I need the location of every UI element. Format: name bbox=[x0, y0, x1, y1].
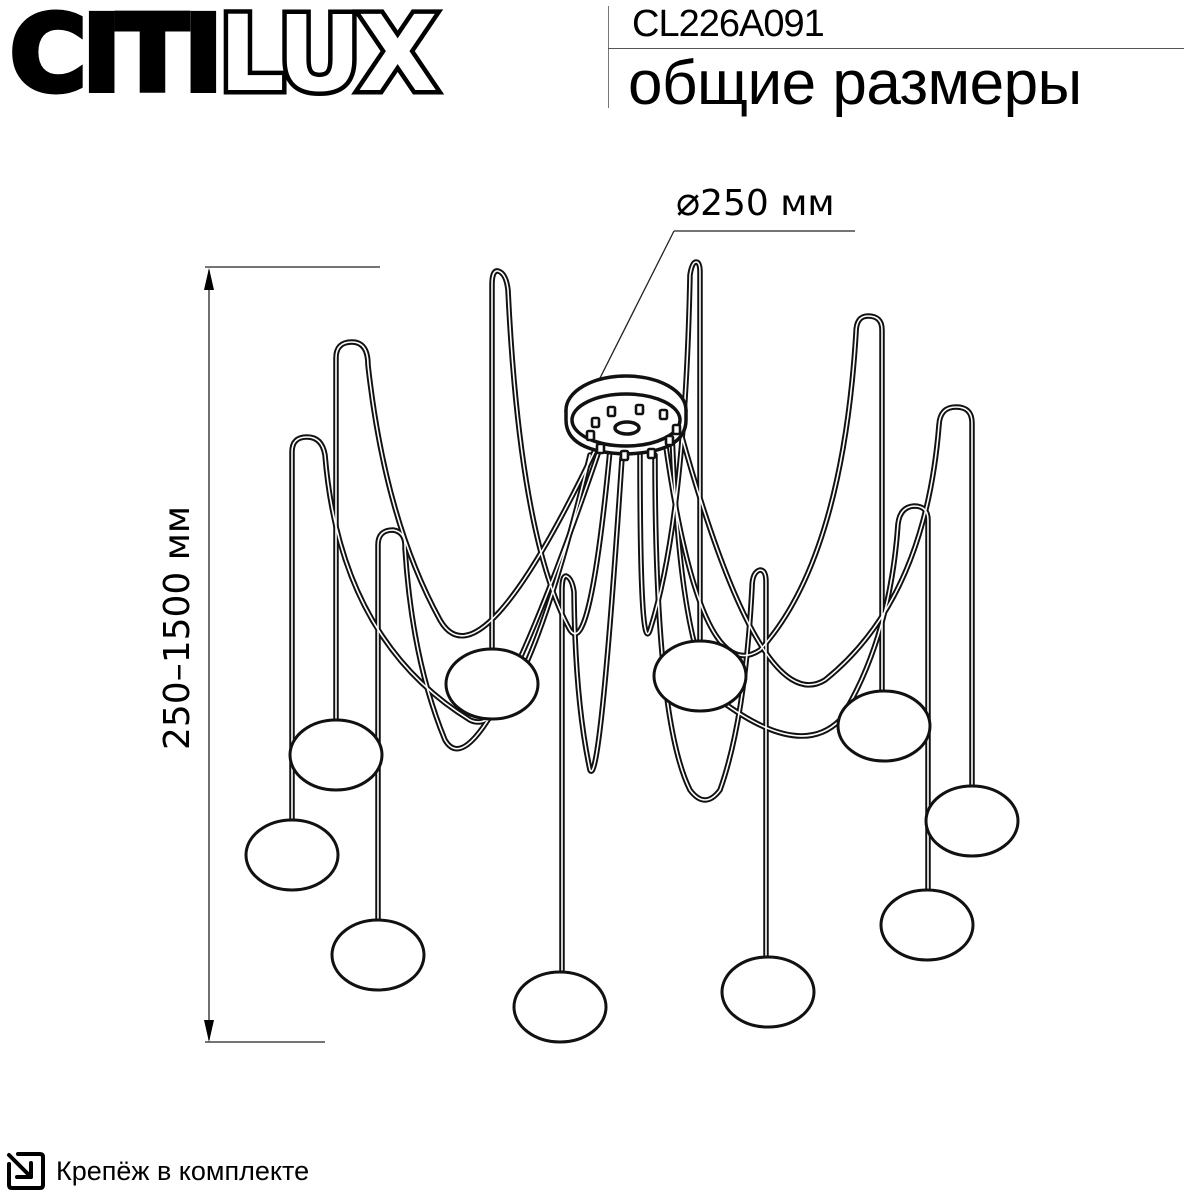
diameter-value: 250 мм bbox=[700, 183, 835, 224]
page-title: общие размеры bbox=[628, 49, 1082, 118]
shade-5 bbox=[512, 970, 608, 1044]
logo-outline-part: LUX bbox=[214, 0, 442, 115]
shade-10 bbox=[879, 888, 975, 962]
diameter-symbol: ⌀ bbox=[676, 179, 701, 225]
header-divider-horizontal bbox=[608, 48, 1184, 49]
shade-2 bbox=[288, 718, 384, 792]
canopy-diameter-label: ⌀250 мм bbox=[676, 180, 835, 226]
shade-4 bbox=[444, 647, 540, 721]
height-range-label: 250–1500 мм bbox=[157, 505, 198, 750]
shade-7 bbox=[720, 955, 816, 1029]
canopy bbox=[564, 374, 688, 462]
logo-solid-part: CITI bbox=[7, 0, 226, 115]
shade-6 bbox=[652, 639, 748, 713]
diameter-leader bbox=[597, 230, 855, 383]
cables bbox=[289, 259, 975, 973]
shade-9 bbox=[924, 784, 1020, 858]
model-code: CL226A091 bbox=[632, 3, 825, 45]
header-divider-vertical bbox=[608, 6, 609, 108]
footer-text: Крепёж в комплекте bbox=[56, 1156, 310, 1186]
shade-8 bbox=[836, 689, 932, 763]
shades bbox=[244, 639, 1020, 1044]
shade-3 bbox=[330, 918, 426, 992]
height-dimension bbox=[204, 266, 380, 1043]
shade-1 bbox=[244, 818, 340, 892]
mounting-included-icon bbox=[7, 1152, 45, 1190]
footer-note: Крепёж в комплекте bbox=[4, 1150, 309, 1192]
